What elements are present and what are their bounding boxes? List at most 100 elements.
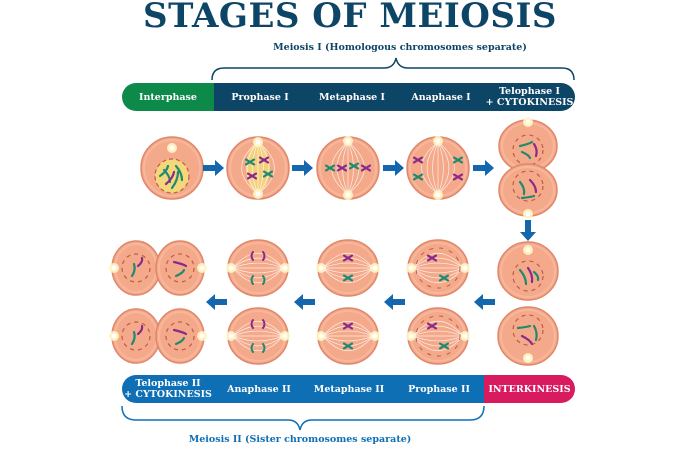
chromatid <box>170 170 180 190</box>
spindle-fiber <box>232 335 284 351</box>
cell-anaphase-2-2 <box>226 307 290 365</box>
centriole <box>228 333 234 339</box>
nuclear-envelope <box>512 170 544 202</box>
spindle-fiber <box>432 141 439 195</box>
arrow-shape <box>206 294 227 310</box>
chromatid <box>518 140 534 148</box>
spindle-fiber <box>412 267 464 274</box>
chromosome <box>262 170 274 178</box>
stage-metaphase-2[interactable]: Metaphase II <box>304 375 394 403</box>
chromatid <box>136 324 144 336</box>
centriole <box>462 333 468 339</box>
nuclear-envelope <box>121 253 151 283</box>
spindle-fiber <box>232 335 284 342</box>
spindle-fiber <box>412 267 464 283</box>
chromatid <box>250 319 266 329</box>
stage-prophase-1[interactable]: Prophase I <box>214 83 306 111</box>
centriole <box>111 333 117 339</box>
spindle-fiber <box>412 325 464 337</box>
centriole <box>525 355 531 361</box>
centriole <box>282 333 288 339</box>
cell-telophase-2-right-1 <box>155 240 207 296</box>
nuclear-envelope <box>415 247 461 289</box>
spindle-fiber <box>232 330 284 337</box>
stage-telophase-2[interactable]: Telophase II + CYTOKINESIS <box>122 375 214 403</box>
chromosome <box>452 156 464 164</box>
centriole <box>525 119 531 125</box>
arrow-shape <box>473 160 494 176</box>
centriole <box>169 145 175 151</box>
spindle-fiber <box>412 267 464 279</box>
cell-membrane <box>497 241 559 301</box>
meiosis-2-brace <box>121 405 485 431</box>
spindle-fiber <box>322 321 374 337</box>
chromatid <box>528 178 538 194</box>
centriole <box>318 265 324 271</box>
chromatid <box>250 343 266 353</box>
centriole <box>525 211 531 217</box>
cell-interkinesis-top <box>497 241 559 301</box>
spindle-fiber <box>412 330 464 337</box>
meiosis-1-caption: Meiosis I (Homologous chromosomes separa… <box>273 42 527 53</box>
centriole <box>111 265 117 271</box>
stage-telophase-1[interactable]: Telophase I + CYTOKINESIS <box>484 83 575 111</box>
chromatid <box>520 150 532 160</box>
arrow-shape <box>474 294 495 310</box>
chromatid <box>174 268 186 278</box>
arrow-2 <box>292 160 313 176</box>
centriole <box>255 191 261 197</box>
centriole <box>435 138 441 144</box>
chromatid <box>518 180 526 196</box>
stage-anaphase-1[interactable]: Anaphase I <box>398 83 484 111</box>
chromosome <box>348 162 360 170</box>
cell-metaphase-2-1 <box>316 239 380 297</box>
cell-telophase-2-left-2 <box>109 308 161 364</box>
arrow-shape <box>294 294 315 310</box>
centriole <box>345 192 351 198</box>
arrow-5 <box>520 220 536 241</box>
stage-prophase-2[interactable]: Prophase II <box>394 375 484 403</box>
spindle-fiber <box>322 335 374 342</box>
stage-interkinesis[interactable]: INTERKINESIS <box>484 375 575 403</box>
chromatid <box>250 251 266 261</box>
spindle-fiber <box>437 141 455 195</box>
chromatid <box>174 164 184 182</box>
chromatid <box>250 275 266 285</box>
stage-metaphase-1[interactable]: Metaphase I <box>306 83 398 111</box>
centriole <box>462 265 468 271</box>
centriole <box>199 265 205 271</box>
centriole <box>228 265 234 271</box>
arrow-shape <box>292 160 313 176</box>
spindle-fiber <box>246 141 259 195</box>
spindle-fiber <box>347 141 354 195</box>
chromosome <box>360 164 372 172</box>
spindle-fiber <box>322 267 374 274</box>
spindle-fiber <box>322 330 374 337</box>
chromatid <box>520 194 536 200</box>
spindle-fiber <box>232 325 284 337</box>
chromosome <box>258 156 270 164</box>
spindle-fiber <box>232 335 284 347</box>
spindle-fiber <box>257 141 270 195</box>
nuclear-envelope <box>121 321 151 351</box>
chromosome <box>426 254 438 262</box>
nuclear-envelope <box>165 321 195 351</box>
arrow-shape <box>384 294 405 310</box>
cell-membrane <box>155 240 205 296</box>
arrow-shape <box>520 220 536 241</box>
spindle-fiber <box>241 141 259 195</box>
centriole <box>255 139 261 145</box>
arrow-8 <box>294 294 315 310</box>
chromatid <box>130 330 136 346</box>
spindle-fiber <box>412 335 464 342</box>
spindle-fiber <box>437 141 444 195</box>
nuclear-envelope <box>512 260 544 292</box>
meiosis-1-brace <box>211 57 575 81</box>
spindle-fiber <box>437 141 450 195</box>
stage-anaphase-2[interactable]: Anaphase II <box>214 375 304 403</box>
cell-prophase-2-1 <box>406 239 470 297</box>
stage-interphase[interactable]: Interphase <box>122 83 214 111</box>
chromosome <box>246 172 258 180</box>
centriole <box>435 192 441 198</box>
